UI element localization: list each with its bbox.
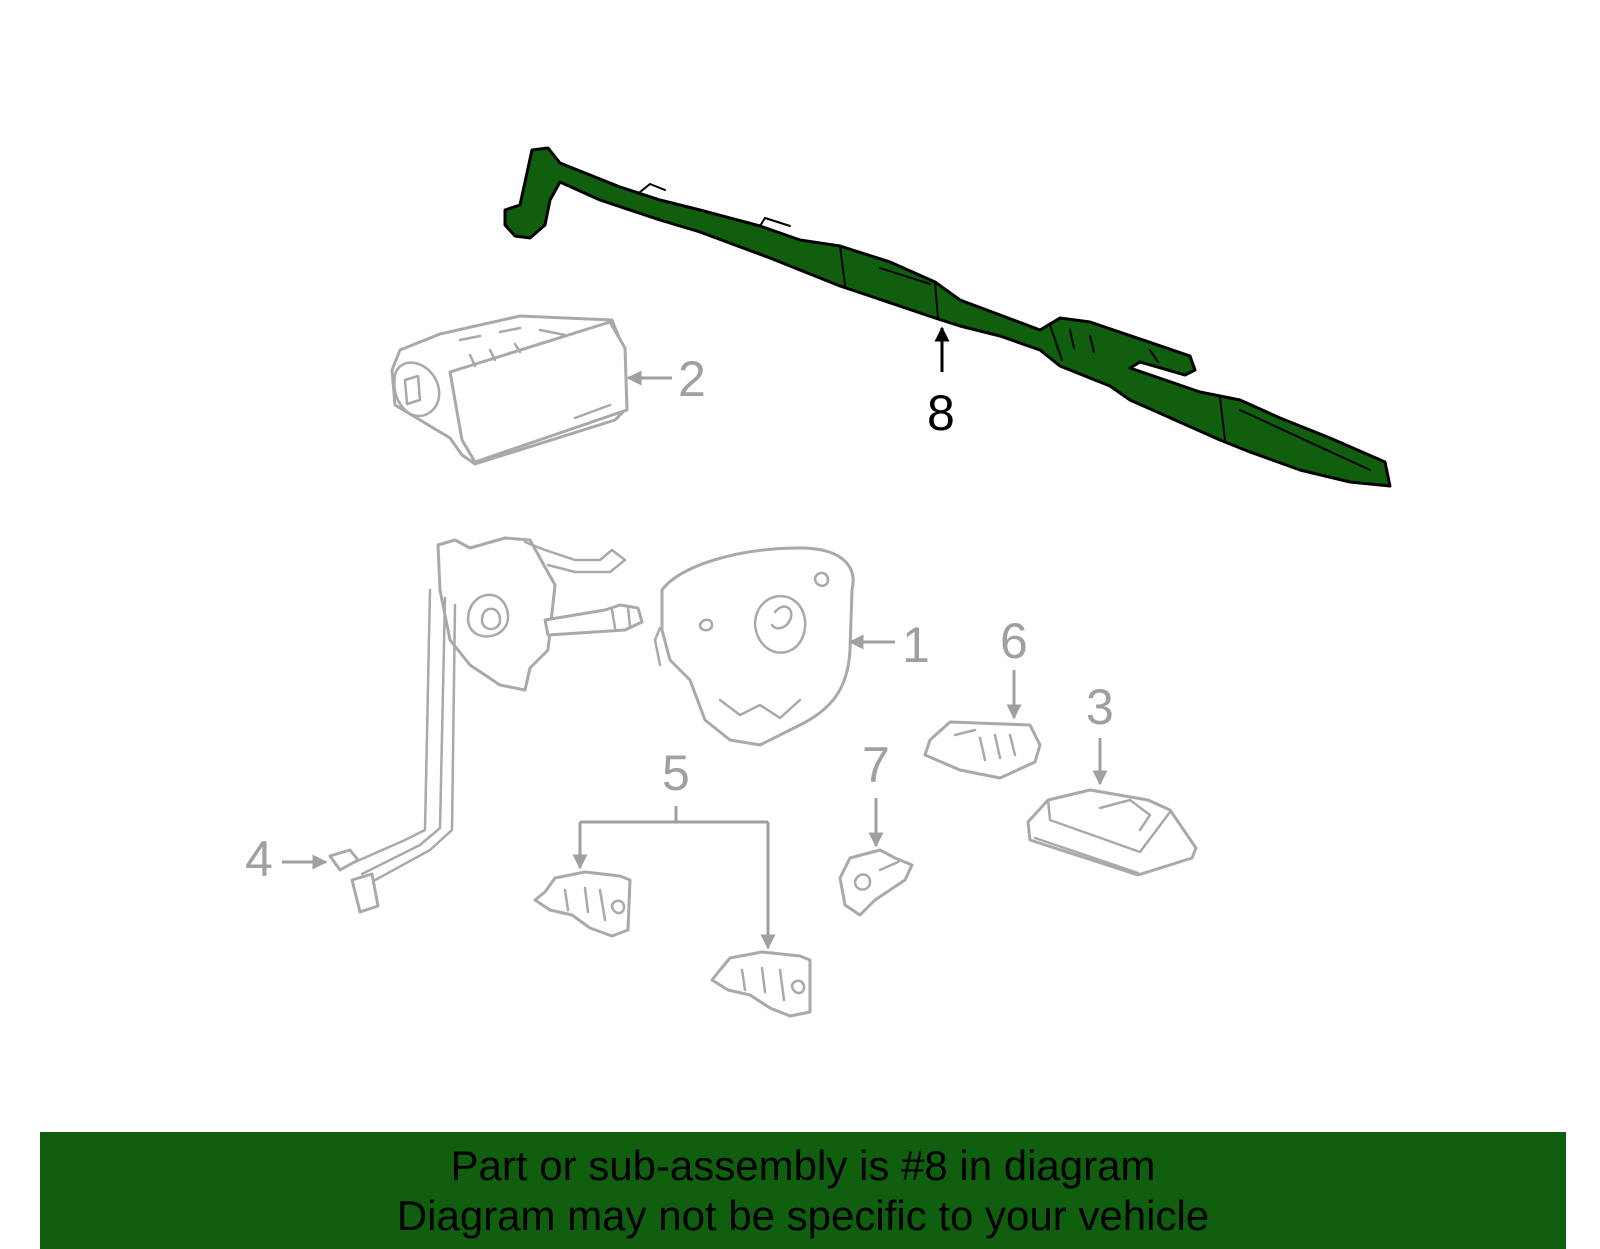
part-6-sensor[interactable] <box>923 720 1042 780</box>
info-banner: Part or sub-assembly is #8 in diagram Di… <box>40 1132 1566 1249</box>
part-4-clock-spring[interactable] <box>328 536 644 914</box>
part-2-passenger-airbag[interactable] <box>390 314 629 466</box>
callout-6: 6 <box>1000 613 1028 720</box>
banner-line-2: Diagram may not be specific to your vehi… <box>396 1191 1210 1239</box>
callout-4: 4 <box>245 831 328 887</box>
part-3-control-module[interactable] <box>1026 788 1198 877</box>
callout-5: 5 <box>572 745 776 950</box>
callout-2: 2 <box>626 351 706 407</box>
callout-label-2: 2 <box>678 351 706 407</box>
part-7-impact-sensor[interactable] <box>838 848 914 917</box>
part-8-curtain-airbag[interactable] <box>503 146 1392 488</box>
callout-label-4: 4 <box>245 831 273 887</box>
callout-label-5: 5 <box>662 745 690 801</box>
callout-label-7: 7 <box>862 737 890 793</box>
callout-label-6: 6 <box>1000 613 1028 669</box>
callout-1: 1 <box>848 617 930 673</box>
callout-label-1: 1 <box>902 617 930 673</box>
part-5-sensor-a[interactable] <box>533 870 632 938</box>
callout-7: 7 <box>862 737 890 848</box>
part-1-driver-airbag[interactable] <box>653 546 855 747</box>
callout-8: 8 <box>927 326 955 441</box>
part-5-sensor-b[interactable] <box>710 950 812 1018</box>
callout-3: 3 <box>1086 679 1114 786</box>
callout-label-8: 8 <box>927 385 955 441</box>
banner-line-1: Part or sub-assembly is #8 in diagram <box>450 1141 1156 1189</box>
callout-label-3: 3 <box>1086 679 1114 735</box>
